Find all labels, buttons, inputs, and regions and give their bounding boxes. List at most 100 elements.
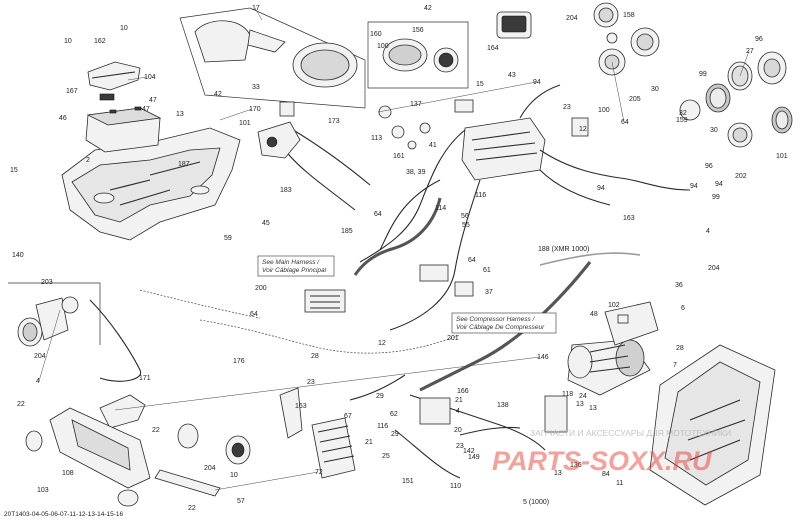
callout-number: 67 [344,413,352,420]
callout-number: 47 [149,97,157,104]
watermark-brand: PARTS-SOXX.RU [492,446,713,476]
callout-number: 29 [391,431,399,438]
callout-number: 41 [429,142,437,149]
callout-number: 59 [224,235,232,242]
callout-number: 4 [36,378,40,385]
callout-number: 37 [485,289,493,296]
voltage-regulator [311,417,356,479]
callout-leader-line [127,76,148,81]
air-hose [353,197,641,392]
callout-number: 10 [120,25,128,32]
note-xmr: 188 (XMR 1000) [538,246,589,253]
callout-number: 159 [676,117,688,124]
callout-number: 167 [66,88,78,95]
callout-number: 23 [307,379,315,386]
note-part-5: 5 (1000) [523,499,549,506]
callout-number: 100 [598,107,610,114]
callout-number: 2 [86,157,90,164]
headlight-left [8,282,101,347]
callout-number: 204 [34,353,46,360]
callout-number: 21 [455,397,463,404]
callout-number: 99 [712,194,720,201]
callout-number: 176 [233,358,245,365]
callout-number: 11 [616,480,623,487]
callout-number: 15 [476,81,484,88]
main-harness-wires [89,84,691,382]
callout-number: 116 [377,423,388,430]
callout-number: 6 [681,305,685,312]
callout-leader-line [377,81,537,113]
headlight-rings-right [679,51,793,148]
callout-number: 38, 39 [406,169,426,176]
callout-number: 42 [214,91,222,98]
callout-number: 10 [230,472,238,479]
callout-number: 140 [12,252,24,259]
callout-number: 15 [10,167,18,174]
callout-number: 17 [252,5,260,12]
diagram-code: 20T1403-04-05-06-07-11-12-13-14-15-16 [4,511,124,518]
callout-number: 72 [315,469,323,476]
callout-number: 47 [142,106,150,113]
callout-number: 28 [676,345,684,352]
callout-leader-line [611,61,625,123]
callout-number: 114 [435,205,446,212]
reflector-strip [154,469,221,497]
digital-gauge-frame [367,21,469,89]
callout-leader-line [114,356,541,411]
callout-number: 103 [37,487,49,494]
callout-number: 23 [563,104,571,111]
callout-number: 110 [450,483,461,490]
callout-number: 204 [204,465,216,472]
winch-mount-plate [649,344,776,506]
callout-number: 28 [311,353,319,360]
callout-number: 64 [468,257,476,264]
callout-number: 137 [410,101,422,108]
callout-number: 56 [461,213,469,220]
callout-number: 84 [602,471,610,478]
callout-number: 164 [487,45,499,52]
callout-number: 173 [328,118,340,125]
license-plate-bracket [25,407,151,507]
callout-number: 21 [365,439,373,446]
callout-number: 27 [746,48,754,55]
callout-number: 13 [554,470,562,477]
note-compressor-harness: See Compressor Harness / Voir Câblage De… [451,312,557,334]
callout-number: 55 [462,222,470,229]
callout-number: 201 [447,335,459,342]
note-main-harness-line-1: See Main Harness / [262,259,320,266]
callout-number: 36 [675,282,683,289]
callout-number: 48 [590,311,598,318]
callout-number: 42 [424,5,432,12]
battery [85,106,162,153]
callout-number: 29 [376,393,384,400]
bracket-center [279,387,303,439]
winch-contactor [604,301,659,346]
callout-number: 151 [402,478,414,485]
callout-number: 185 [341,228,353,235]
callout-number: 101 [239,120,251,127]
callout-number: 13 [589,405,597,412]
callout-leader-line [254,7,263,21]
callout-number: 96 [705,163,713,170]
callout-number: 118 [562,391,573,398]
callout-number: 94 [715,181,723,188]
callout-number: 100 [377,43,389,50]
callout-number: 25 [382,453,390,460]
callout-number: 116 [475,192,486,199]
gauge-cover-frame [179,7,366,109]
callout-number: 156 [412,27,424,34]
callout-number: 33 [252,84,260,91]
callout-number: 166 [457,388,469,395]
callout-number: 43 [508,72,516,79]
callout-number: 64 [250,311,258,318]
throttle-connectors [378,105,431,150]
handlebar-switch [257,101,301,159]
callout-number: 204 [566,15,578,22]
callout-number: 22 [152,427,160,434]
callout-number: 138 [497,402,509,409]
callout-number: 136 [570,462,582,469]
callout-number: 203 [41,279,53,286]
callout-number: 94 [597,185,605,192]
